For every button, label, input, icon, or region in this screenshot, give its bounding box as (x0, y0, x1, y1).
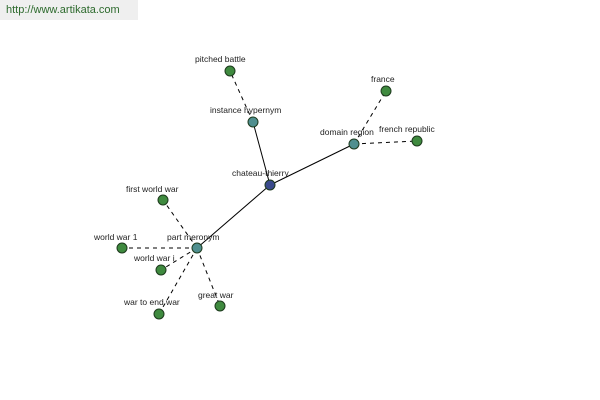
edge-chateau-thierry-to-domain-region (269, 143, 355, 186)
node-world-war-1[interactable] (116, 242, 128, 254)
edge-domain-region-to-french-republic (353, 140, 418, 145)
edge-part-meronym-to-world-war-i (160, 247, 198, 271)
node-chateau-thierry[interactable] (264, 179, 276, 191)
label-war-to-end-war[interactable]: war to end war (123, 297, 180, 307)
edge-part-meronym-to-great-war (196, 247, 221, 307)
edges-layer (122, 70, 418, 315)
label-world-war-i[interactable]: world war i (133, 253, 175, 263)
label-first-world-war[interactable]: first world war (126, 184, 179, 194)
label-chateau-thierry[interactable]: chateau-thierry (232, 168, 289, 178)
node-domain-region[interactable] (348, 138, 360, 150)
labels-layer: chateau-thierry instance hypernym domain r… (93, 54, 436, 307)
node-war-to-end-war[interactable] (153, 308, 165, 320)
node-france[interactable] (380, 85, 392, 97)
edge-domain-region-to-france (353, 90, 387, 145)
label-pitched-battle[interactable]: pitched battle (195, 54, 246, 64)
nodes-layer (116, 65, 423, 320)
label-instance-hypernym[interactable]: instance hypernym (210, 105, 281, 115)
node-world-war-i[interactable] (155, 264, 167, 276)
node-first-world-war[interactable] (157, 194, 169, 206)
site-url-link[interactable]: http://www.artikata.com (0, 0, 138, 20)
label-great-war[interactable]: great war (198, 290, 234, 300)
node-part-meronym[interactable] (191, 242, 203, 254)
label-french-republic[interactable]: french republic (379, 124, 436, 134)
node-french-republic[interactable] (411, 135, 423, 147)
edge-part-meronym-to-first-world-war (162, 199, 198, 249)
edge-chateau-thierry-to-part-meronym (196, 184, 271, 249)
edge-instance-hypernym-to-pitched-battle (229, 70, 254, 123)
label-world-war-1[interactable]: world war 1 (93, 232, 138, 242)
node-great-war[interactable] (214, 300, 226, 312)
label-part-meronym[interactable]: part meronym (167, 232, 219, 242)
node-pitched-battle[interactable] (224, 65, 236, 77)
label-france[interactable]: france (371, 74, 395, 84)
edge-chateau-thierry-to-instance-hypernym (252, 121, 271, 186)
label-domain-region[interactable]: domain region (320, 127, 374, 137)
node-instance-hypernym[interactable] (247, 116, 259, 128)
